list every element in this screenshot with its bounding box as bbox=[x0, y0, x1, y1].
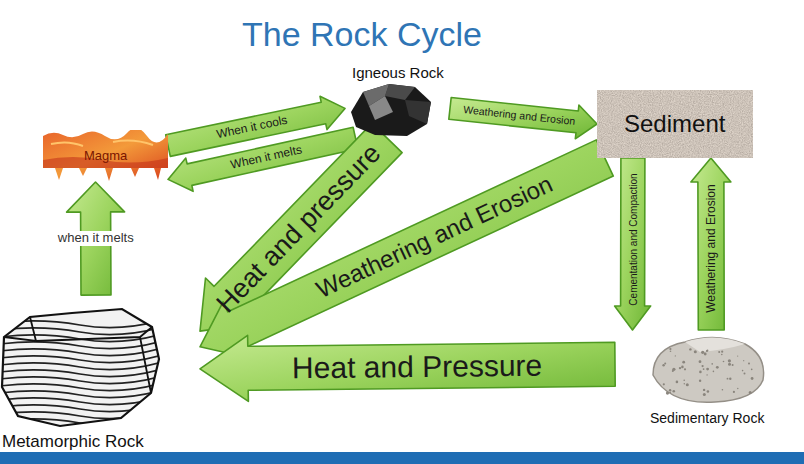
block-arrow bbox=[691, 158, 731, 330]
magma-box: Magma bbox=[43, 130, 168, 182]
node-label: Sedimentary Rock bbox=[650, 410, 764, 426]
sedimentary-rock: Sedimentary Rock bbox=[615, 330, 790, 428]
arrow-label: Cementation and Compaction bbox=[627, 173, 638, 305]
block-arrow bbox=[200, 335, 615, 401]
igneous-rock: Igneous Rock bbox=[345, 64, 450, 138]
node-label: Igneous Rock bbox=[352, 64, 444, 81]
metamorphic-rock: Metamorphic Rock bbox=[0, 295, 200, 452]
sedimentary-rock-illustration bbox=[645, 330, 770, 406]
arrow-label: Heat and Pressure bbox=[292, 349, 542, 385]
node-label: Metamorphic Rock bbox=[2, 432, 144, 452]
metamorphic-rock-illustration bbox=[0, 297, 162, 433]
arrow-label: when it melts bbox=[55, 231, 137, 245]
arrow-label: Weathering and Erosion bbox=[704, 185, 717, 314]
igneous-rock-illustration bbox=[345, 82, 450, 138]
sediment-box: Sediment bbox=[597, 90, 753, 158]
node-label: Sediment bbox=[624, 110, 725, 138]
footer-bar bbox=[0, 452, 804, 464]
block-arrow bbox=[449, 98, 597, 139]
node-label: Magma bbox=[84, 149, 127, 164]
diagram-title: The Rock Cycle bbox=[242, 16, 482, 53]
block-arrow bbox=[615, 158, 651, 330]
